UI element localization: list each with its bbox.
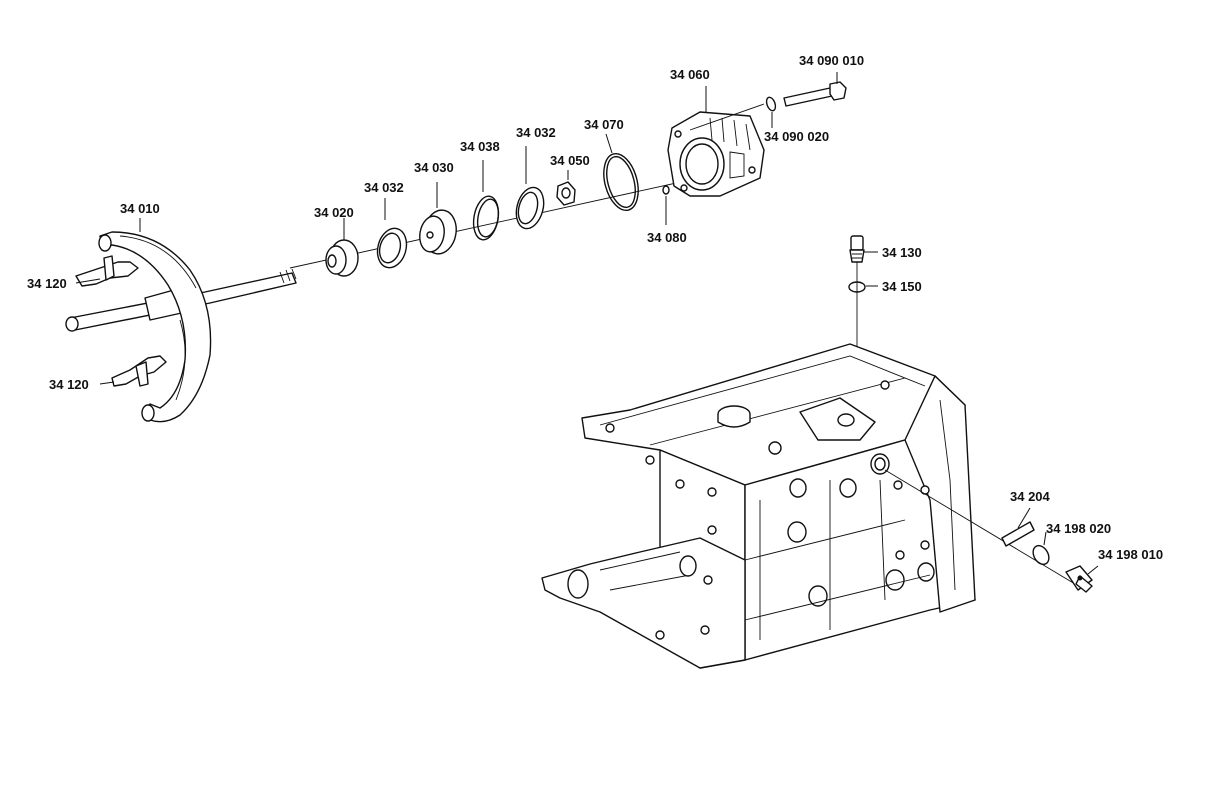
seal-ring-part-a — [376, 198, 408, 269]
gearbox-housing-part — [541, 343, 976, 669]
label-34-090-010: 34 090 010 — [799, 53, 864, 68]
label-34-198-010: 34 198 010 — [1098, 547, 1163, 562]
pressure-switch-part — [849, 235, 878, 263]
label-34-198-020: 34 198 020 — [1046, 521, 1111, 536]
label-34-010: 34 010 — [120, 201, 160, 216]
shift-fork-part — [65, 231, 297, 423]
label-34-032-b: 34 032 — [516, 125, 556, 140]
bolt-axis-line — [689, 103, 765, 131]
hex-nut-part — [556, 170, 576, 206]
bolt-part — [783, 72, 847, 107]
label-34-050: 34 050 — [550, 153, 590, 168]
piston-part — [419, 182, 457, 255]
label-34-032-a: 34 032 — [364, 180, 404, 195]
label-34-120-lower: 34 120 — [49, 377, 89, 392]
switch-o-ring-part — [848, 281, 878, 293]
label-34-020: 34 020 — [314, 205, 354, 220]
label-34-130: 34 130 — [882, 245, 922, 260]
label-34-060: 34 060 — [670, 67, 710, 82]
o-ring-small-part — [662, 185, 670, 225]
washer-part — [765, 96, 777, 128]
pin-part — [1001, 507, 1035, 547]
seal-ring-part-b — [515, 146, 545, 230]
label-34-204: 34 204 — [1010, 489, 1051, 504]
cylinder-housing-part — [667, 86, 765, 197]
fork-pad-lower-part — [99, 355, 167, 387]
temperature-sensor-part — [1065, 565, 1099, 593]
piston-nut-part — [325, 218, 359, 277]
retaining-ring-part — [472, 160, 500, 241]
label-34-080: 34 080 — [647, 230, 687, 245]
label-34-070: 34 070 — [584, 117, 624, 132]
o-ring-large-part — [603, 133, 639, 212]
label-34-030: 34 030 — [414, 160, 454, 175]
sensor-washer-part — [1032, 531, 1050, 566]
fork-pad-upper-part — [75, 255, 139, 287]
sensor-axis-line — [884, 469, 1086, 591]
label-34-120-upper: 34 120 — [27, 276, 67, 291]
label-34-038: 34 038 — [460, 139, 500, 154]
label-34-150: 34 150 — [882, 279, 922, 294]
label-34-090-020: 34 090 020 — [764, 129, 829, 144]
